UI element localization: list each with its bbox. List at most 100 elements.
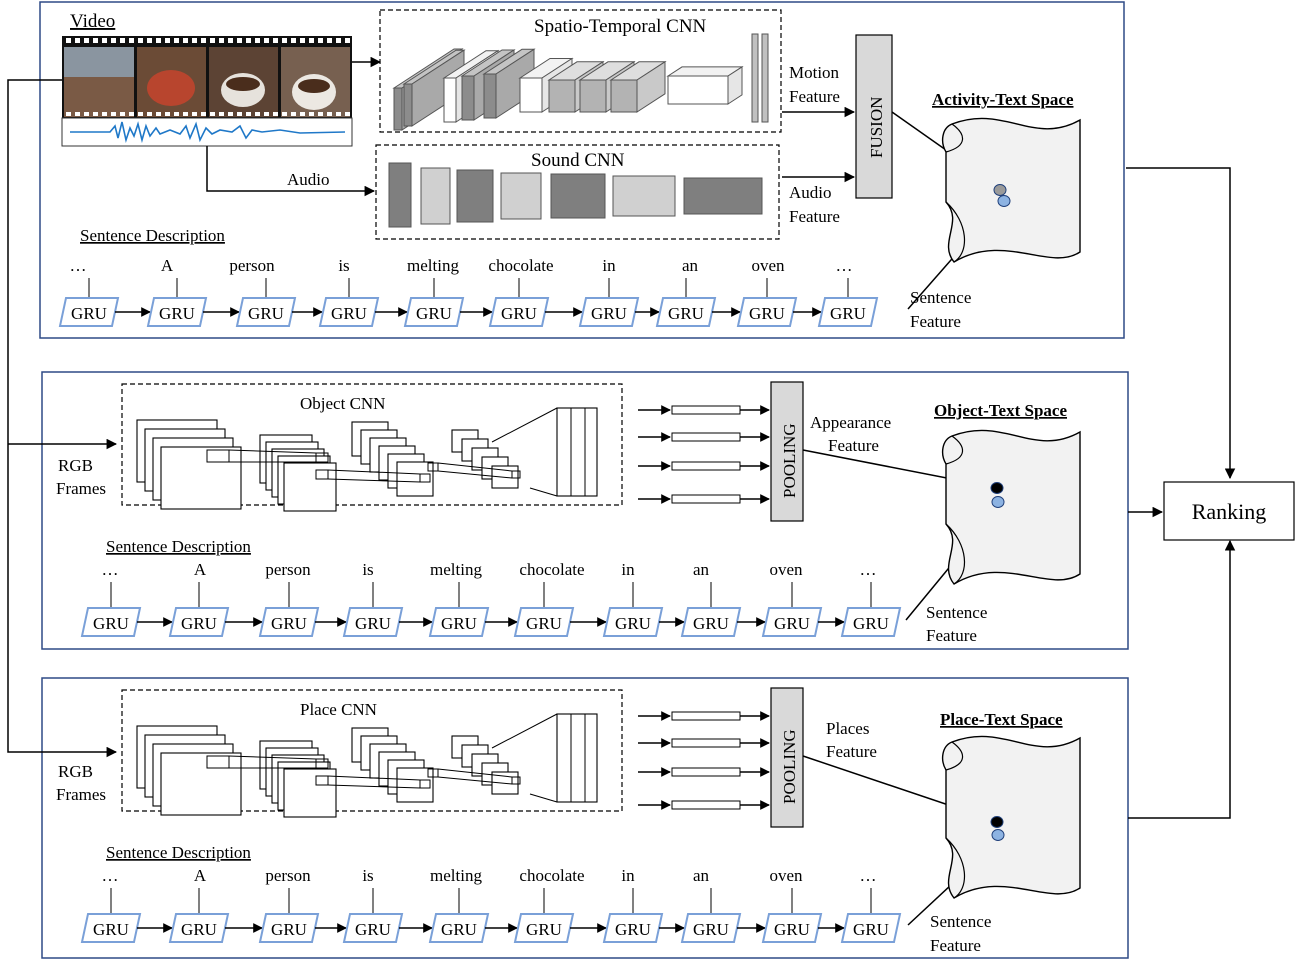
object-cnn-layers <box>136 407 598 512</box>
place-space-title: Place-Text Space <box>940 710 1063 729</box>
frame-feature-vector <box>638 800 770 810</box>
sentence-word: is <box>362 560 373 579</box>
sentence-word: oven <box>769 560 803 579</box>
gru-cell: GRU <box>235 297 297 327</box>
object-cnn-box <box>121 383 623 506</box>
audio-feature-line1: Audio <box>789 183 832 202</box>
gru-cell: GRU <box>655 297 717 327</box>
activity-panel <box>39 1 1125 339</box>
embedding-point <box>993 184 1007 196</box>
sentence-heading: Sentence Description <box>106 843 251 862</box>
gru-cell: GRU <box>342 607 404 637</box>
sentence-word: melting <box>430 560 482 579</box>
place-cnn-layers <box>136 713 598 818</box>
embedding-point <box>990 816 1004 828</box>
sentence-row: Sentence Description…GRUAGRUpersonGRUisG… <box>58 226 971 331</box>
gru-label: GRU <box>526 920 562 939</box>
gru-label: GRU <box>331 304 367 323</box>
gru-cell: GRU <box>817 297 879 327</box>
gru-cell: GRU <box>578 297 640 327</box>
gru-label: GRU <box>416 304 452 323</box>
gru-label: GRU <box>248 304 284 323</box>
gru-label: GRU <box>774 920 810 939</box>
sentence-word: melting <box>430 866 482 885</box>
gru-cell: GRU <box>258 607 320 637</box>
cnn-layer-block <box>666 65 744 105</box>
object-panel <box>41 371 1129 650</box>
place-rgb-line1: RGB <box>58 762 93 781</box>
fusion-label: FUSION <box>867 97 886 158</box>
gru-label: GRU <box>668 304 704 323</box>
sentence-word: an <box>693 866 710 885</box>
object-space-title: Object-Text Space <box>934 401 1067 420</box>
cnn-layer-block <box>609 60 667 113</box>
object-pooling-box <box>770 381 804 522</box>
embedding-point <box>997 195 1011 207</box>
spatio-temporal-cnn-box <box>379 9 782 133</box>
sentence-word: A <box>161 256 174 275</box>
sentence-word: in <box>621 866 635 885</box>
gru-label: GRU <box>355 614 391 633</box>
sentence-word: … <box>860 866 877 885</box>
gru-label: GRU <box>93 920 129 939</box>
sentence-word: chocolate <box>488 256 553 275</box>
gru-cell: GRU <box>513 607 575 637</box>
sentence-row: Sentence Description…GRUAGRUpersonGRUisG… <box>80 537 987 645</box>
sentence-word: … <box>102 866 119 885</box>
gru-label: GRU <box>441 614 477 633</box>
embedding-space-sheet <box>941 429 1081 585</box>
gru-cell: GRU <box>80 913 142 943</box>
audio-label: Audio <box>287 170 330 189</box>
spatio-temporal-cnn-title: Spatio-Temporal CNN <box>534 16 707 37</box>
sentence-word: oven <box>751 256 785 275</box>
sentence-encoders: Sentence Description…GRUAGRUpersonGRUisG… <box>58 226 991 955</box>
place-cnn-box <box>121 689 623 812</box>
sentence-word: … <box>102 560 119 579</box>
sentence-feature-label: Sentence <box>930 912 991 931</box>
object-pooling-label: POOLING <box>780 423 799 498</box>
place-cnn-title: Place CNN <box>300 700 377 719</box>
gru-label: GRU <box>441 920 477 939</box>
gru-cell: GRU <box>80 607 142 637</box>
sentence-feature-label: Feature <box>910 312 961 331</box>
place-feature-vectors <box>638 711 770 810</box>
gru-cell: GRU <box>736 297 798 327</box>
embedding-spaces <box>941 117 1081 899</box>
gru-label: GRU <box>830 304 866 323</box>
sentence-word: in <box>602 256 616 275</box>
filmstrip-sprockets <box>66 38 350 116</box>
sentence-word: melting <box>407 256 459 275</box>
sentence-row: Sentence Description…GRUAGRUpersonGRUisG… <box>80 843 991 955</box>
place-pooling-label: POOLING <box>780 729 799 804</box>
place-rgb-line2: Frames <box>56 785 106 804</box>
sentence-word: oven <box>769 866 803 885</box>
video-filmstrip <box>61 36 353 147</box>
frame-feature-vector <box>638 494 770 504</box>
gru-cell: GRU <box>602 607 664 637</box>
gru-label: GRU <box>693 614 729 633</box>
sentence-feature-label: Sentence <box>910 288 971 307</box>
appearance-feature-line2: Feature <box>828 436 879 455</box>
spatio-temporal-layers <box>392 48 744 131</box>
sentence-word: is <box>362 866 373 885</box>
gru-label: GRU <box>159 304 195 323</box>
motion-feature-line1: Motion <box>789 63 840 82</box>
gru-label: GRU <box>355 920 391 939</box>
gru-cell: GRU <box>428 607 490 637</box>
embedding-point <box>990 482 1004 494</box>
gru-cell: GRU <box>761 913 823 943</box>
gru-label: GRU <box>774 614 810 633</box>
gru-cell: GRU <box>513 913 575 943</box>
sentence-word: person <box>229 256 275 275</box>
gru-cell: GRU <box>146 297 208 327</box>
activity-space-title: Activity-Text Space <box>932 90 1074 109</box>
audio-feature-line2: Feature <box>789 207 840 226</box>
gru-label: GRU <box>501 304 537 323</box>
object-rgb-line2: Frames <box>56 479 106 498</box>
gru-label: GRU <box>615 920 651 939</box>
embedding-point <box>991 829 1005 841</box>
frame-feature-vector <box>638 461 770 471</box>
sound-cnn-box <box>375 144 780 240</box>
